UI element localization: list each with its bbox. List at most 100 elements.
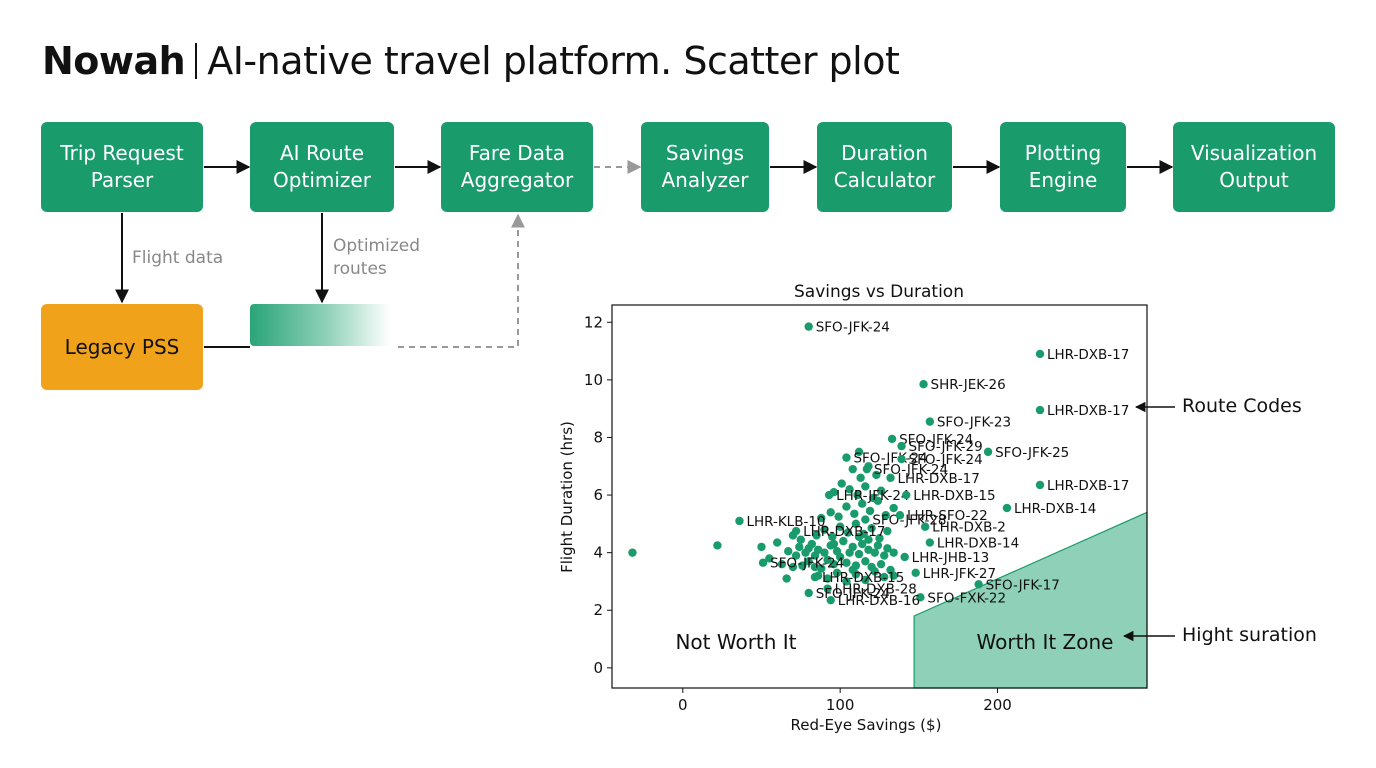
- labeled-data-point: [1035, 480, 1045, 490]
- data-point: [842, 502, 851, 511]
- data-point: [854, 447, 864, 457]
- route-code-label: SFO-JFK-24: [899, 432, 973, 448]
- y-tick-label: 8: [593, 428, 603, 446]
- route-code-label: SFO-JFK-24: [853, 451, 927, 467]
- labeled-data-point: [810, 572, 820, 582]
- edge-label-optimized-routes: Optimized routes: [333, 236, 421, 279]
- data-point: [777, 559, 787, 569]
- labeled-data-point: [1035, 349, 1045, 359]
- data-point: [837, 479, 846, 488]
- data-point: [829, 539, 839, 549]
- x-tick-label: 0: [678, 696, 688, 714]
- labeled-data-point: [925, 538, 935, 547]
- data-point: [784, 547, 793, 556]
- labeled-data-point: [861, 515, 870, 524]
- faded-routes-node: [250, 304, 390, 346]
- data-point: [839, 536, 848, 546]
- route-code-label: LHR-JFK-27: [923, 566, 996, 582]
- route-code-label: SFO-JFK-24: [816, 320, 890, 336]
- data-point: [861, 575, 870, 585]
- route-code-label: SHR-JEK-26: [931, 377, 1006, 393]
- data-point: [857, 499, 867, 508]
- data-point: [842, 558, 851, 567]
- route-code-label: LHR-DXB-17: [803, 524, 885, 540]
- data-point: [889, 548, 898, 557]
- route-code-label: LHR-DXB-17: [1047, 403, 1129, 419]
- data-point: [813, 545, 823, 554]
- node-duration-calculator[interactable]: Duration Calculator: [817, 122, 952, 212]
- route-code-label: SFO-JFK-24: [909, 452, 983, 468]
- route-code-label: LHR-SFO-22: [907, 508, 988, 524]
- y-tick-label: 6: [593, 486, 603, 504]
- data-point: [854, 549, 864, 559]
- labeled-data-point: [911, 568, 920, 578]
- route-code-label: LHR-DXB-28: [835, 582, 917, 598]
- data-point: [854, 532, 864, 542]
- data-point: [823, 555, 832, 565]
- labeled-data-point: [920, 522, 930, 531]
- node-ai-route-optimizer[interactable]: AI Route Optimizer: [250, 122, 394, 212]
- labeled-data-point: [826, 595, 835, 605]
- labeled-data-point: [823, 584, 832, 593]
- data-point: [757, 542, 766, 552]
- data-point: [828, 532, 837, 542]
- data-point: [881, 511, 890, 520]
- data-point: [817, 564, 826, 573]
- data-point: [880, 551, 889, 560]
- node-visualization-output[interactable]: Visualization Output: [1173, 122, 1335, 212]
- route-code-label: LHR-DXB-17: [1047, 347, 1129, 363]
- labeled-data-point: [895, 511, 905, 520]
- data-point: [835, 552, 845, 562]
- labeled-data-point: [887, 434, 897, 444]
- data-point: [798, 561, 807, 570]
- data-point: [832, 568, 842, 578]
- route-code-label: LHR-DXB-17: [1047, 478, 1129, 494]
- data-point: [795, 542, 804, 552]
- data-point: [870, 567, 879, 576]
- node-fare-data-aggregator[interactable]: Fare Data Aggregator: [441, 122, 593, 212]
- labeled-data-point: [1035, 405, 1045, 415]
- route-code-label: SFO-FXK-22: [927, 590, 1006, 606]
- data-point: [876, 486, 886, 495]
- route-code-label: LHR-DXB-16: [838, 593, 920, 609]
- x-axis-label: Red-Eye Savings ($): [791, 716, 942, 734]
- node-savings-analyzer[interactable]: Savings Analyzer: [641, 122, 769, 212]
- labeled-data-point: [925, 417, 935, 426]
- labeled-data-point: [886, 473, 895, 482]
- data-point: [823, 574, 832, 583]
- labeled-data-point: [919, 379, 928, 389]
- zone-label: Worth It Zone: [977, 630, 1114, 654]
- labeled-data-point: [1002, 503, 1012, 513]
- data-point: [817, 513, 826, 523]
- node-legacy-pss[interactable]: Legacy PSS: [41, 304, 203, 390]
- node-trip-request-parser[interactable]: Trip Request Parser: [41, 122, 203, 212]
- data-point: [843, 528, 853, 537]
- data-point: [791, 551, 801, 560]
- route-code-label: LHR-DXB-17: [898, 471, 980, 487]
- data-point: [883, 544, 892, 553]
- x-tick-label: 100: [826, 696, 855, 714]
- route-code-label: LHR-JHB-13: [912, 550, 990, 566]
- data-point: [820, 548, 829, 557]
- data-point: [804, 557, 813, 566]
- data-point: [788, 562, 798, 572]
- data-point: [713, 541, 722, 550]
- labeled-data-point: [916, 593, 925, 602]
- not-worth-it-label: Not Worth It: [675, 630, 796, 654]
- labeled-data-point: [983, 447, 993, 457]
- data-point: [864, 535, 873, 544]
- route-code-label: SFO-JFK-17: [986, 577, 1060, 593]
- data-point: [848, 542, 857, 552]
- data-point: [870, 548, 879, 557]
- data-point: [867, 523, 876, 533]
- labeled-data-point: [804, 588, 813, 598]
- data-point: [857, 539, 867, 549]
- data-point: [889, 503, 898, 513]
- brand-name: Nowah: [42, 39, 186, 83]
- data-point: [848, 464, 857, 474]
- node-plotting-engine[interactable]: Plotting Engine: [1000, 122, 1126, 212]
- labeled-data-point: [735, 516, 744, 526]
- data-point: [796, 535, 806, 544]
- route-code-label: SFO-JFK-24: [770, 556, 844, 572]
